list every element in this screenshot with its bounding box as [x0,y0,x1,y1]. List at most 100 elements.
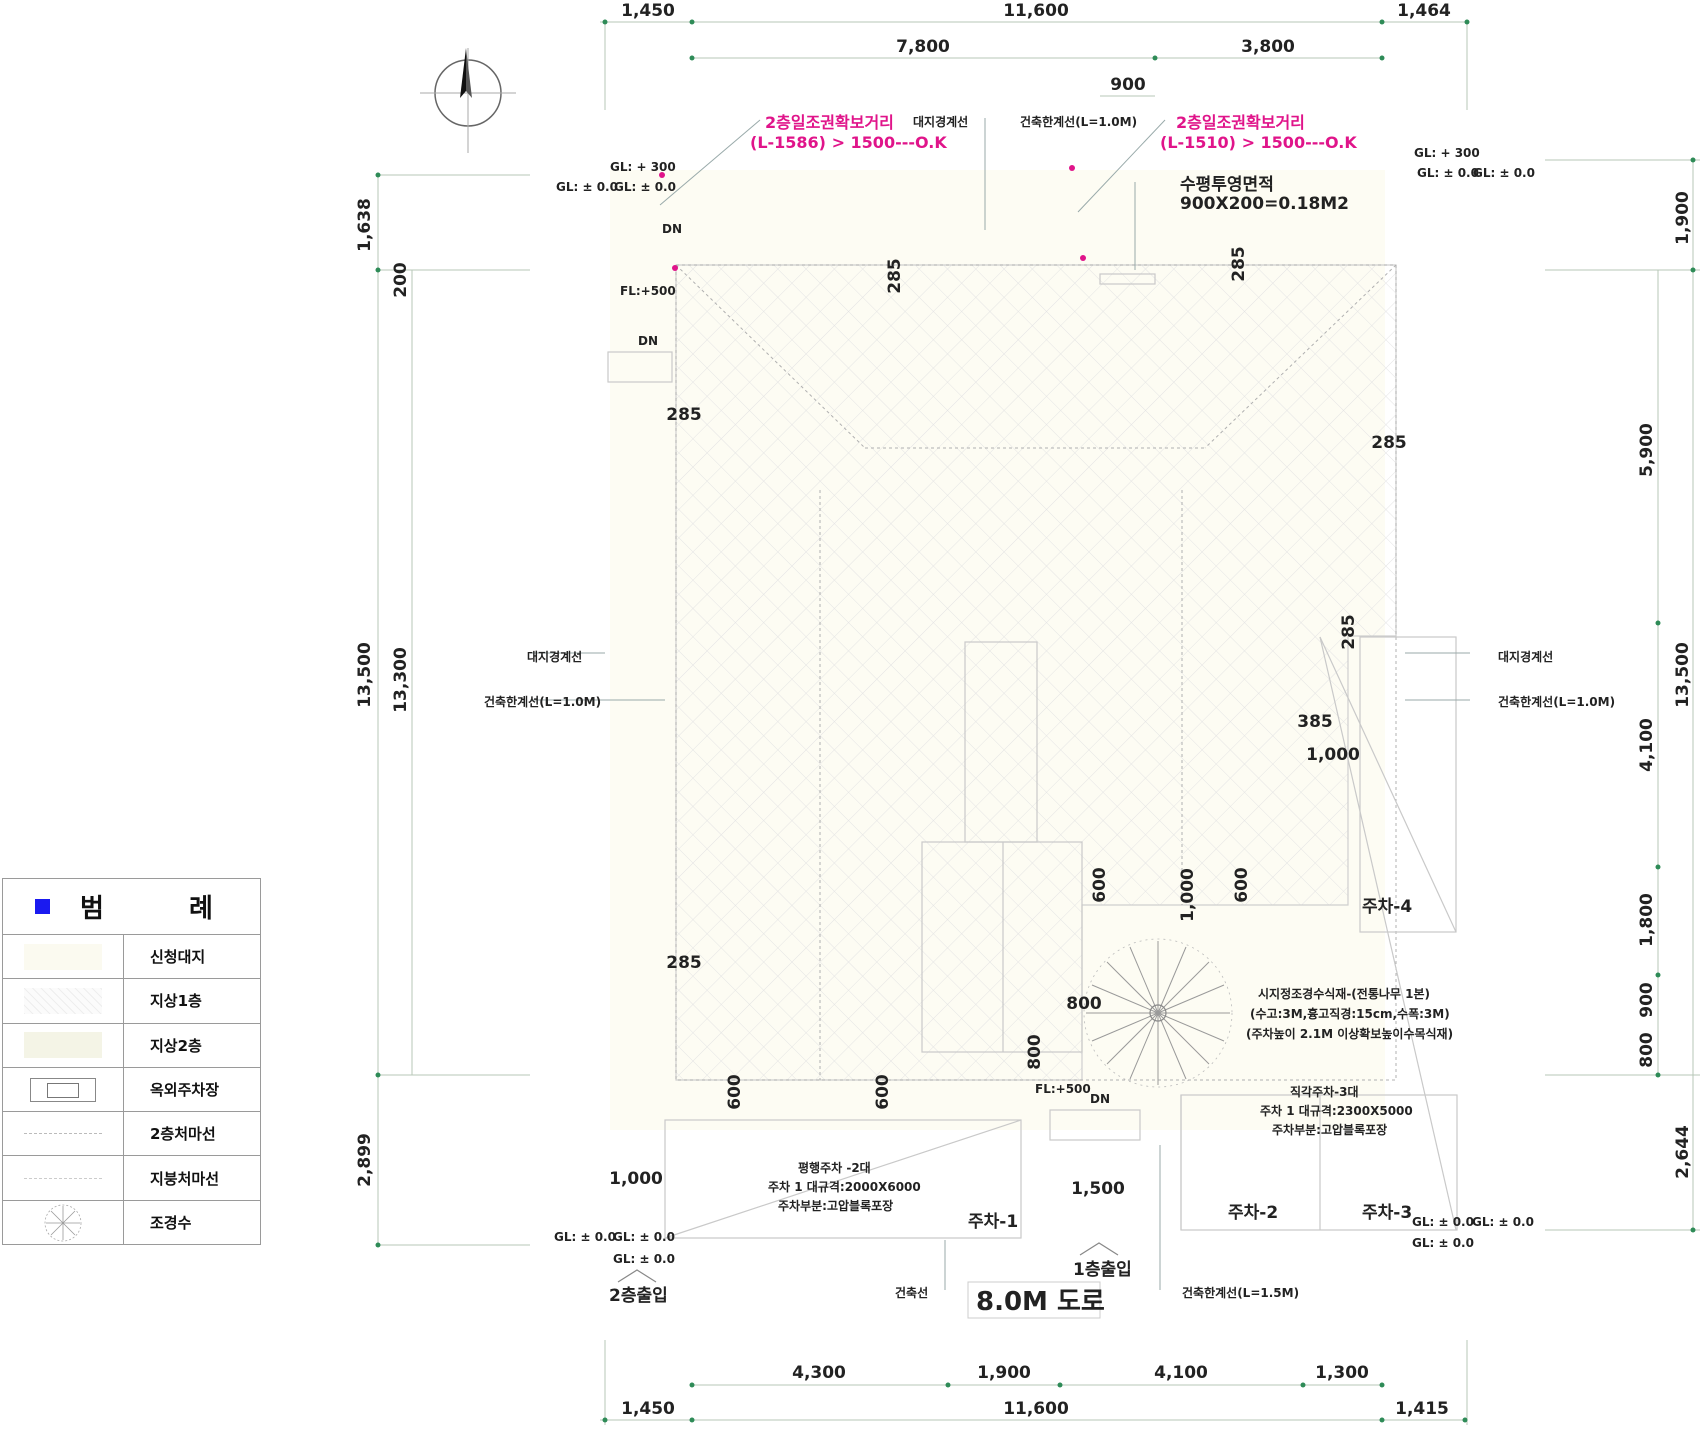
dim-600-c: 600 [725,1074,745,1110]
par-parking-2: 주차 1 대규격:2000X6000 [768,1179,921,1194]
setback-right: 건축한계선(L=1.0M) [1498,694,1615,709]
dim-top-f: 900 [1110,75,1146,95]
dim-top-b: 11,600 [1003,1,1069,21]
swatch-roof-eave [24,1177,102,1179]
dim-top-e: 3,800 [1241,37,1295,57]
legend-label: 옥외주차장 [150,1081,220,1100]
sunlight-left-2: (L-1586) > 1500---O.K [750,133,947,152]
leader-lines [530,118,1470,1290]
dim-385: 385 [1297,712,1333,732]
legend-row: 옥외주차장 [3,1067,260,1113]
dim-bottom-c: 4,100 [1154,1363,1208,1383]
legend-label: 조경수 [150,1214,192,1233]
park3-label: 주차-3 [1362,1203,1412,1223]
dim-right-c: 4,100 [1637,718,1657,772]
entry1-label: 1층출입 [1073,1260,1132,1280]
dim-left-d: 13,300 [391,647,411,713]
swatch-eave2 [24,1133,102,1135]
setback-bottom-label: 건축한계선(L=1.5M) [1182,1285,1299,1300]
dim-left-c: 13,500 [355,642,375,708]
gl-br-b: GL: ± 0.0 [1472,1215,1534,1229]
dimension-lines [375,19,1700,1425]
gl-bl-c: GL: ± 0.0 [613,1252,675,1266]
setback-left: 건축한계선(L=1.0M) [484,694,601,709]
site-boundary-top: 대지경계선 [913,114,968,129]
dim-bottom-f: 11,600 [1003,1399,1069,1419]
building-line-label: 건축선 [895,1285,928,1300]
dn-c: DN [1090,1092,1110,1106]
dimension-texts: 1,450 11,600 1,464 7,800 3,800 900 4,300… [355,1,1693,1419]
dim-285-c: 285 [666,405,702,425]
swatch-floor2 [24,1032,102,1059]
legend-title: 범 례 [80,894,251,924]
dim-right-a: 1,900 [1673,191,1693,245]
perp-parking-3: 주차부분:고압블록포장 [1272,1122,1387,1137]
dim-bottom-a: 4,300 [792,1363,846,1383]
legend-tree-icon [44,1204,82,1242]
gl-00-right-a: GL: ± 0.0 [1417,166,1479,180]
dim-right-b: 5,900 [1637,423,1657,477]
dim-1000-b: 1,000 [1178,868,1198,922]
dim-right-g: 13,500 [1673,642,1693,708]
perp-parking-2: 주차 1 대규격:2300X5000 [1260,1103,1413,1118]
park1-label: 주차-1 [968,1212,1018,1232]
dim-bottom-e: 1,450 [621,1399,675,1419]
dim-top-d: 7,800 [896,37,950,57]
dim-600-a: 600 [1090,867,1110,903]
legend-row: 지상1층 [3,979,260,1024]
par-parking-3: 주차부분:고압블록포장 [778,1198,893,1213]
annotation-texts: 2층일조권확보거리 (L-1586) > 1500---O.K 대지경계선 건축… [484,113,1615,1317]
legend-label: 신청대지 [150,948,206,967]
legend-row: 지붕처마선 [3,1156,260,1201]
park4-label: 주차-4 [1362,897,1412,917]
dim-800-b: 800 [1025,1034,1045,1070]
sunlight-left-1: 2층일조권확보거리 [765,113,894,132]
horiz-area-1: 수평투영면적 [1180,175,1274,195]
dim-1000-a: 1,000 [1306,745,1360,765]
dn-b: DN [638,334,658,348]
dim-285-b: 285 [1229,246,1249,282]
parking-outlines [607,273,1458,1239]
road-label-box [967,1281,1101,1319]
sunlight-right-2: (L-1510) > 1500---O.K [1160,133,1357,152]
legend: 범 례 신청대지 지상1층 지상2층 옥외주차장 2층처마선 지붕처마선 [2,878,261,1246]
dim-285-f: 285 [666,953,702,973]
dim-right-h: 2,644 [1673,1125,1693,1179]
gl-00-right-b: GL: ± 0.0 [1473,166,1535,180]
gl-bl-b: GL: ± 0.0 [613,1230,675,1244]
gl-300-right: GL: + 300 [1414,146,1480,160]
tree-note-3: (주차높이 2.1M 이상확보높이수목식재) [1246,1026,1453,1041]
legend-label: 지상1층 [150,992,202,1011]
dim-right-e: 900 [1637,982,1657,1018]
entry1-arrow-icon [1079,1242,1119,1256]
tree-icon [1083,938,1233,1088]
par-parking-1: 평행주차 -2대 [798,1160,871,1175]
legend-row: 2층처마선 [3,1112,260,1157]
setback-top: 건축한계선(L=1.0M) [1020,114,1137,129]
dim-285-d: 285 [1371,433,1407,453]
gl-br-c: GL: ± 0.0 [1412,1236,1474,1250]
parking-car-icon [30,1077,96,1102]
legend-label: 지상2층 [150,1036,202,1055]
legend-row: 지상2층 [3,1023,260,1068]
fl500-b: FL:+500 [1035,1082,1091,1096]
perp-parking-1: 직각주차-3대 [1290,1084,1359,1099]
dim-left-a: 1,638 [355,198,375,252]
legend-row: 조경수 [3,1200,260,1246]
tree-note-1: 시지정조경수식재-(전통나무 1본) [1258,986,1430,1001]
dim-1500: 1,500 [1071,1179,1125,1199]
dim-285-a: 285 [885,258,905,294]
site-boundary-right: 대지경계선 [1498,649,1553,664]
dim-1000-c: 1,000 [609,1169,663,1189]
roof-eave-lines [675,264,1397,1081]
swatch-site [24,943,102,970]
gl-bl-a: GL: ± 0.0 [554,1230,616,1244]
dim-600-d: 600 [873,1074,893,1110]
sunlight-right-1: 2층일조권확보거리 [1176,113,1305,132]
dim-bottom-d: 1,300 [1315,1363,1369,1383]
legend-row: 신청대지 [3,935,260,980]
fl500-a: FL:+500 [620,284,676,298]
north-arrow-icon [420,48,516,153]
dim-600-b: 600 [1232,867,1252,903]
